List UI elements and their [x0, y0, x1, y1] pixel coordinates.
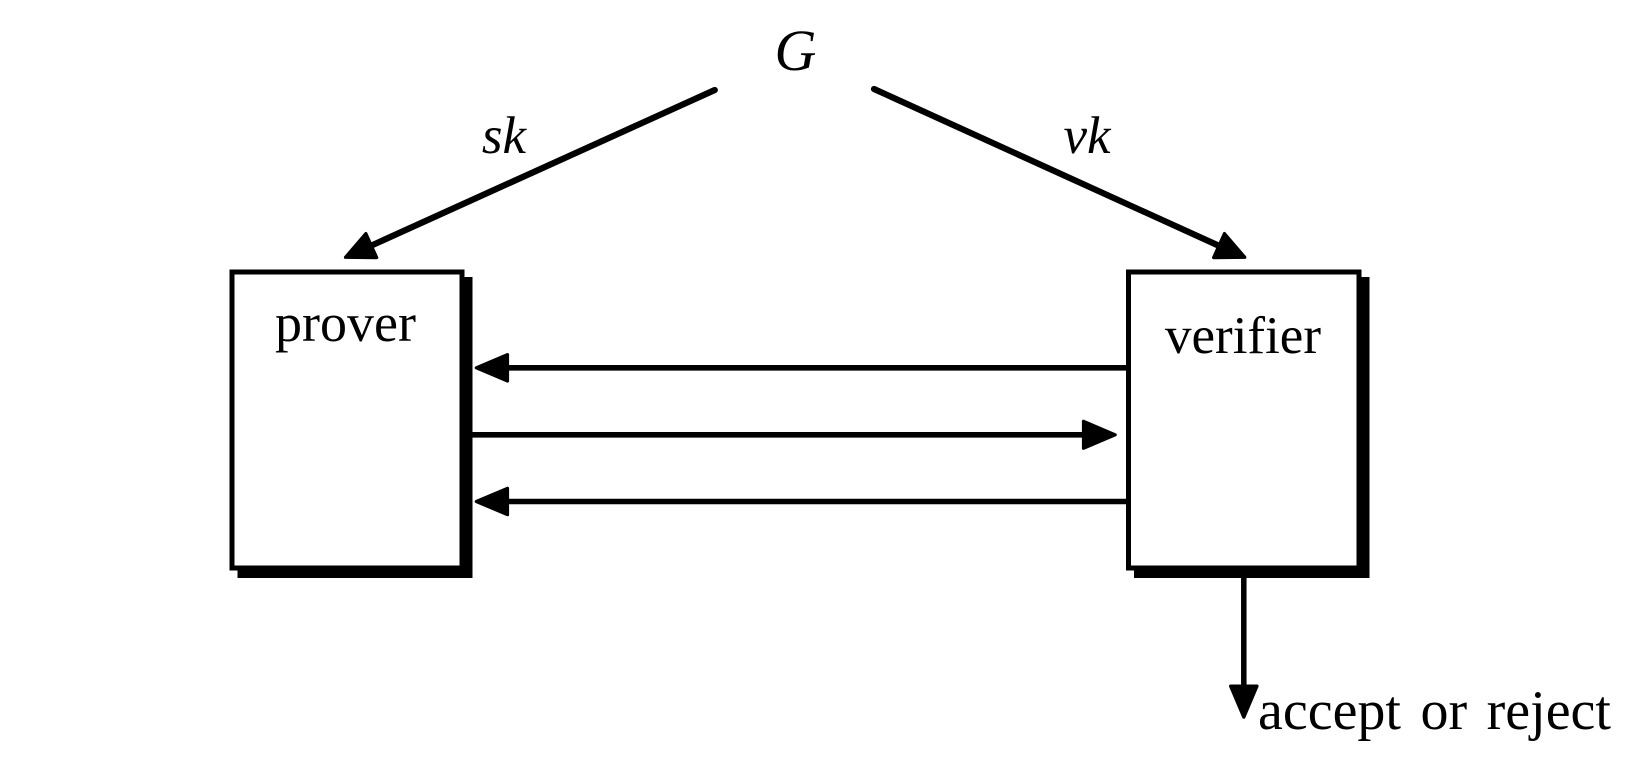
svg-text:prover: prover [275, 293, 416, 353]
svg-text:sk: sk [482, 107, 528, 165]
svg-text:accept or reject: accept or reject [1258, 680, 1611, 742]
svg-text:vk: vk [1063, 107, 1112, 165]
svg-text:G: G [775, 18, 817, 83]
svg-text:verifier: verifier [1165, 307, 1321, 365]
